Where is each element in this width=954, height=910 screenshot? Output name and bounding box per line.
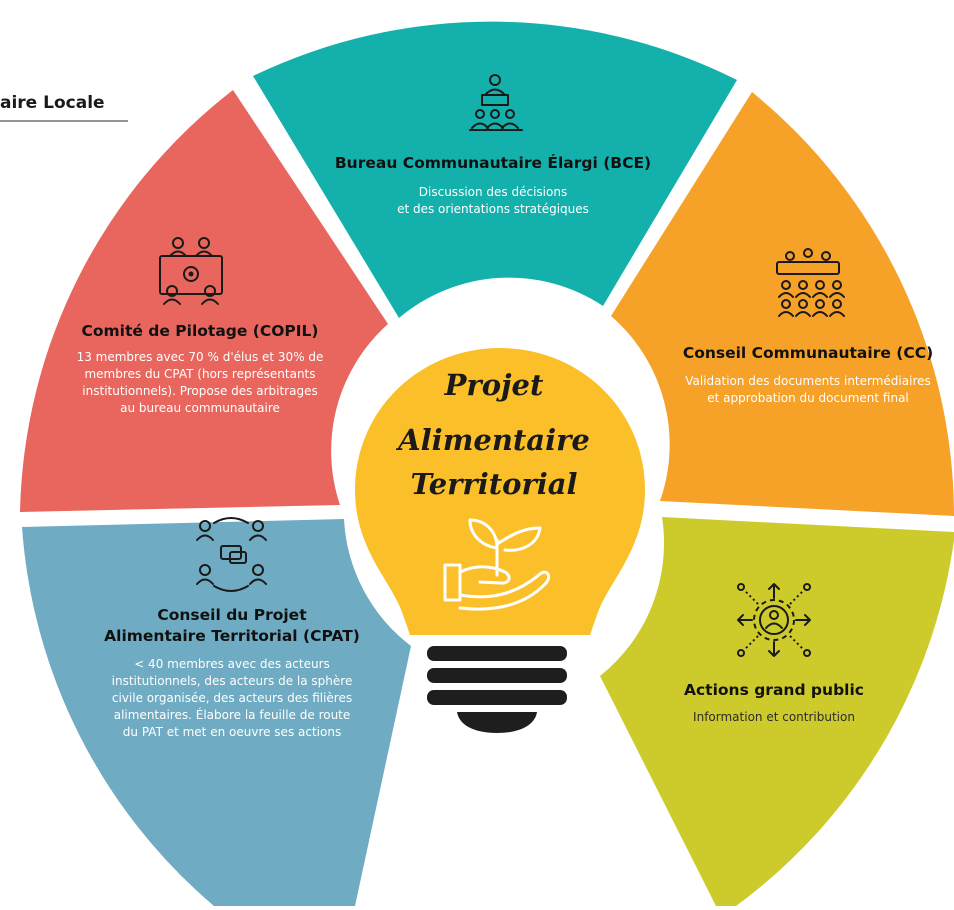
cc-desc-line: Validation des documents intermédiaires — [685, 374, 931, 388]
copil-desc-line: au bureau communautaire — [120, 401, 280, 415]
cc-desc-line: et approbation du document final — [707, 391, 909, 405]
bulb-title-line: Territorial — [410, 467, 577, 501]
header: aire Locale — [0, 93, 128, 122]
bulb-base-tip — [457, 712, 537, 733]
copil-description: 13 membres avec 70 % d'élus et 30% de me… — [77, 350, 324, 415]
bulb-base-band — [427, 668, 567, 683]
copil-desc-line: 13 membres avec 70 % d'élus et 30% de — [77, 350, 324, 364]
bulb-base-band — [427, 646, 567, 661]
cpat-desc-line: civile organisée, des acteurs des filièr… — [112, 691, 352, 705]
cpat-description: < 40 membres avec des acteurs institutio… — [112, 657, 353, 739]
segment-bce: Bureau Communautaire Élargi (BCE) Discus… — [253, 21, 737, 318]
public-desc-line: Information et contribution — [693, 710, 855, 724]
header-title: aire Locale — [0, 93, 105, 113]
copil-title: Comité de Pilotage (COPIL) — [81, 322, 318, 340]
cpat-desc-line: < 40 membres avec des acteurs — [134, 657, 330, 671]
public-title: Actions grand public — [684, 681, 864, 699]
bulb-base — [427, 646, 567, 733]
public-icon-group — [737, 583, 811, 657]
cpat-desc-line: alimentaires. Élabore la feuille de rout… — [114, 707, 351, 722]
copil-icon-group — [159, 237, 223, 305]
bulb-shape — [355, 348, 645, 635]
segment-bce-shape — [253, 21, 737, 318]
bulb-title-line: Projet — [444, 368, 544, 402]
cpat-title: Alimentaire Territorial (CPAT) — [104, 627, 360, 645]
bulb-title-line: Alimentaire — [395, 423, 590, 457]
bce-desc-line: Discussion des décisions — [419, 185, 567, 199]
bce-title: Bureau Communautaire Élargi (BCE) — [335, 153, 651, 172]
segment-copil: Comité de Pilotage (COPIL) 13 membres av… — [20, 90, 388, 512]
cpat-desc-line: institutionnels, des acteurs de la sphèr… — [112, 674, 353, 688]
team-discussion-icon — [199, 520, 211, 532]
central-bulb: Projet Alimentaire Territorial — [355, 348, 645, 733]
copil-desc-line: membres du CPAT (hors représentants — [84, 367, 315, 381]
segment-public-shape — [600, 517, 954, 906]
meeting-table-gear-icon — [159, 255, 223, 295]
bce-desc-line: et des orientations stratégiques — [397, 202, 589, 216]
segment-public: Actions grand public Information et cont… — [600, 517, 954, 906]
copil-desc-line: institutionnels). Propose des arbitrages — [82, 384, 317, 398]
bce-icon-group — [469, 74, 523, 131]
bulb-base-band — [427, 690, 567, 705]
segment-cc: Conseil Communautaire (CC) Validation de… — [611, 92, 954, 516]
cpat-title: Conseil du Projet — [157, 606, 307, 624]
cpat-icon-group — [196, 517, 267, 592]
sprout-hand-icon — [443, 518, 551, 611]
public-gear-arrows-icon — [759, 605, 789, 635]
cc-title: Conseil Communautaire (CC) — [683, 344, 933, 362]
cpat-desc-line: du PAT et met en oeuvre ses actions — [123, 725, 341, 739]
conference-podium-icon — [489, 74, 501, 86]
cc-icon-group — [776, 248, 845, 317]
assembly-icon — [776, 261, 840, 275]
segment-cpat-shape — [22, 519, 411, 906]
segment-cpat: Conseil du Projet Alimentaire Territoria… — [22, 517, 411, 906]
